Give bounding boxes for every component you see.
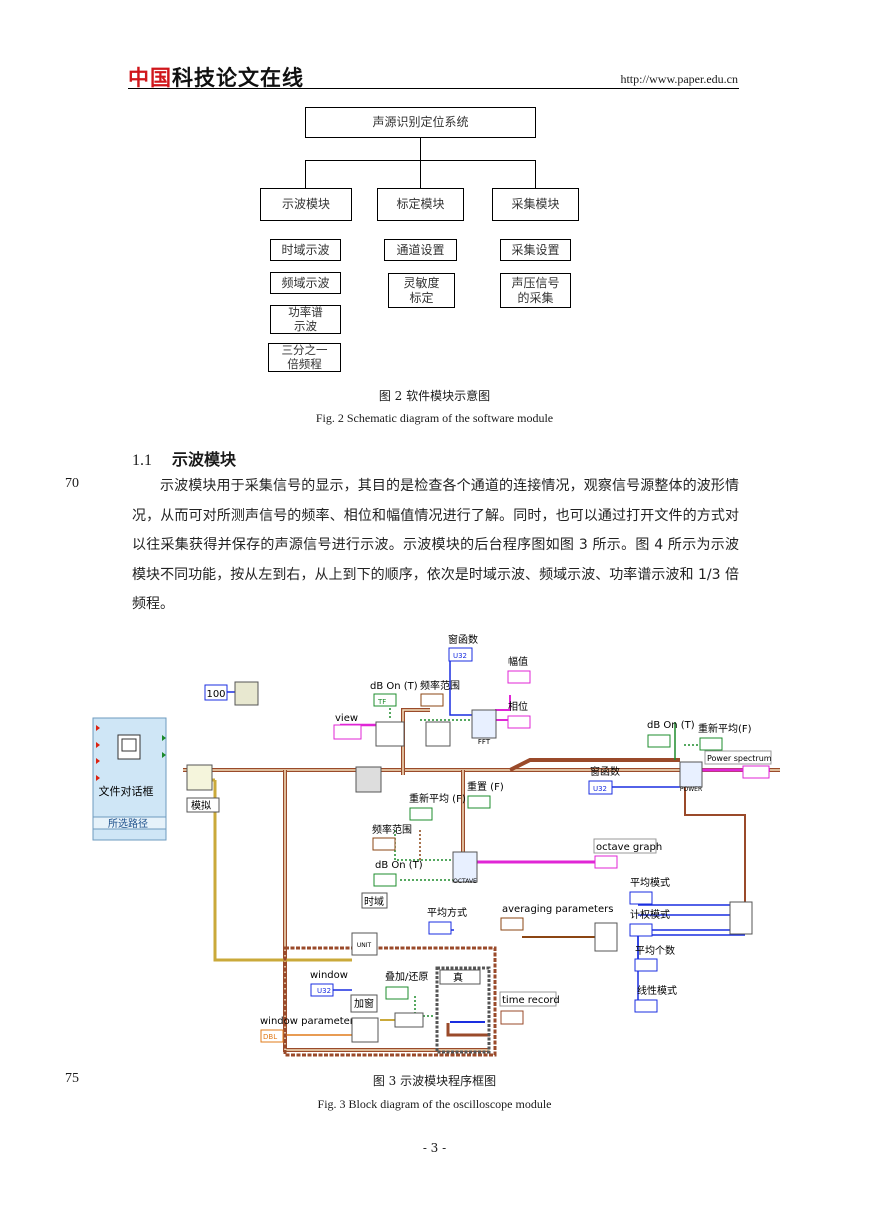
power-spectrum-vi — [679, 761, 703, 788]
unbundle-node — [594, 922, 618, 952]
svg-text:U32: U32 — [317, 987, 331, 995]
window-label: window — [310, 970, 348, 981]
section-title: 示波模块 — [172, 450, 237, 469]
avg-count-label: 平均个数 — [635, 944, 675, 957]
wait-node — [234, 681, 259, 706]
svg-text:TF: TF — [377, 698, 386, 706]
module-node: 示波模块 — [260, 188, 352, 221]
view-label: view — [335, 713, 358, 724]
constant-100: 100 — [206, 689, 225, 700]
submodule-node: 功率谱 示波 — [270, 305, 341, 334]
freq-range-label: 频率范围 — [420, 679, 460, 692]
re-avg-label-2: 重新平均 (F) — [409, 792, 466, 805]
line-number: 70 — [65, 476, 79, 491]
connector — [420, 160, 421, 188]
split-node — [355, 766, 382, 793]
logo-red-text: 中国 — [128, 66, 172, 90]
case-structure — [435, 966, 491, 1054]
svg-text:U32: U32 — [593, 785, 607, 793]
octave-graph-label: octave graph — [596, 842, 662, 853]
phase-label: 相位 — [508, 700, 528, 713]
amplitude-label: 幅值 — [508, 655, 528, 668]
module-node: 采集模块 — [492, 188, 579, 221]
fft-label: FFT — [478, 738, 491, 746]
submodule-node: 时域示波 — [270, 239, 341, 261]
submodule-node: 通道设置 — [384, 239, 457, 261]
window-fn-label: 窗函数 — [448, 633, 478, 646]
loop-frame — [283, 946, 497, 1057]
fft-vi — [471, 709, 497, 739]
unit-label: UNIT — [357, 942, 372, 949]
window-param-label: window parameter — [260, 1016, 355, 1027]
figure-3-caption-cn: 图 3 示波模块程序框图 — [372, 1074, 497, 1088]
reset-label: 重置 (F) — [467, 780, 504, 793]
db-on-label-2: dB On (T) — [647, 720, 695, 731]
power-spectrum-label: Power spectrum — [707, 754, 772, 763]
window-vi — [351, 1017, 379, 1043]
connector — [305, 160, 306, 188]
figure-3-block-diagram: 文件对话框 所选路径 100 模拟 view FFT 窗函数 U32 幅值 相位… — [92, 633, 780, 1057]
submodule-node: 声压信号 的采集 — [500, 273, 571, 308]
line-number: 75 — [65, 1071, 79, 1086]
power-label: POWER — [680, 786, 702, 793]
case-selector: 真 — [453, 971, 463, 984]
db-on-label: dB On (T) — [370, 681, 418, 692]
journal-logo: 中国科技论文在线 — [128, 62, 304, 92]
header-url[interactable]: http://www.paper.edu.cn — [620, 72, 738, 86]
avg-mode-label: 平均模式 — [630, 876, 670, 889]
add-window-label: 加窗 — [354, 997, 374, 1010]
re-avg-label: 重新平均(F) — [698, 722, 752, 735]
root-node: 声源识别定位系统 — [305, 107, 536, 138]
bundle-node — [729, 901, 753, 935]
avg-mode-cn-label: 平均方式 — [427, 906, 467, 919]
overlay-label: 叠加/还原 — [385, 971, 428, 983]
connector — [420, 138, 421, 160]
connector — [535, 160, 536, 188]
section-number: 1.1 — [132, 452, 152, 469]
linear-mode-label: 线性模式 — [637, 984, 677, 997]
figure-2-caption-cn: 图 2 软件模块示意图 — [378, 389, 491, 403]
read-file-node — [186, 764, 213, 791]
sim-mode: 模拟 — [191, 799, 211, 812]
submodule-node: 三分之一 倍频程 — [268, 343, 341, 372]
submodule-node: 灵敏度 标定 — [388, 273, 455, 308]
header-rule — [128, 88, 739, 89]
page-number: - 3 - — [422, 1141, 447, 1155]
submodule-node: 频域示波 — [270, 272, 341, 294]
time-record-label: time record — [502, 995, 560, 1006]
file-dialog-label: 文件对话框 — [99, 784, 154, 798]
avg-params-label: averaging parameters — [502, 904, 613, 915]
body-paragraph: 示波模块用于采集信号的显示，其目的是检查各个通道的连接情况，观察信号源整体的波形… — [132, 478, 739, 612]
svg-text:U32: U32 — [453, 652, 467, 660]
selected-path-label: 所选路径 — [108, 817, 148, 830]
select-node — [394, 1012, 424, 1028]
weight-mode-label: 计权模式 — [630, 908, 670, 921]
octave-label: OCTAVE — [453, 878, 477, 885]
figure-2-caption-en: Fig. 2 Schematic diagram of the software… — [315, 411, 554, 425]
section-heading: 1.1 示波模块 — [132, 446, 236, 470]
figure-3-caption-en: Fig. 3 Block diagram of the oscilloscope… — [317, 1097, 552, 1111]
svg-text:DBL: DBL — [263, 1033, 277, 1041]
octave-vi — [452, 851, 478, 883]
logo-black-text: 科技论文在线 — [172, 66, 304, 90]
time-domain-label: 时域 — [364, 895, 384, 908]
submodule-node: 采集设置 — [500, 239, 571, 261]
module-node: 标定模块 — [377, 188, 464, 221]
freq-range-label-2: 频率范围 — [372, 823, 412, 836]
db-on-label-3: dB On (T) — [375, 860, 423, 871]
window-fn-label-2: 窗函数 — [590, 765, 620, 778]
